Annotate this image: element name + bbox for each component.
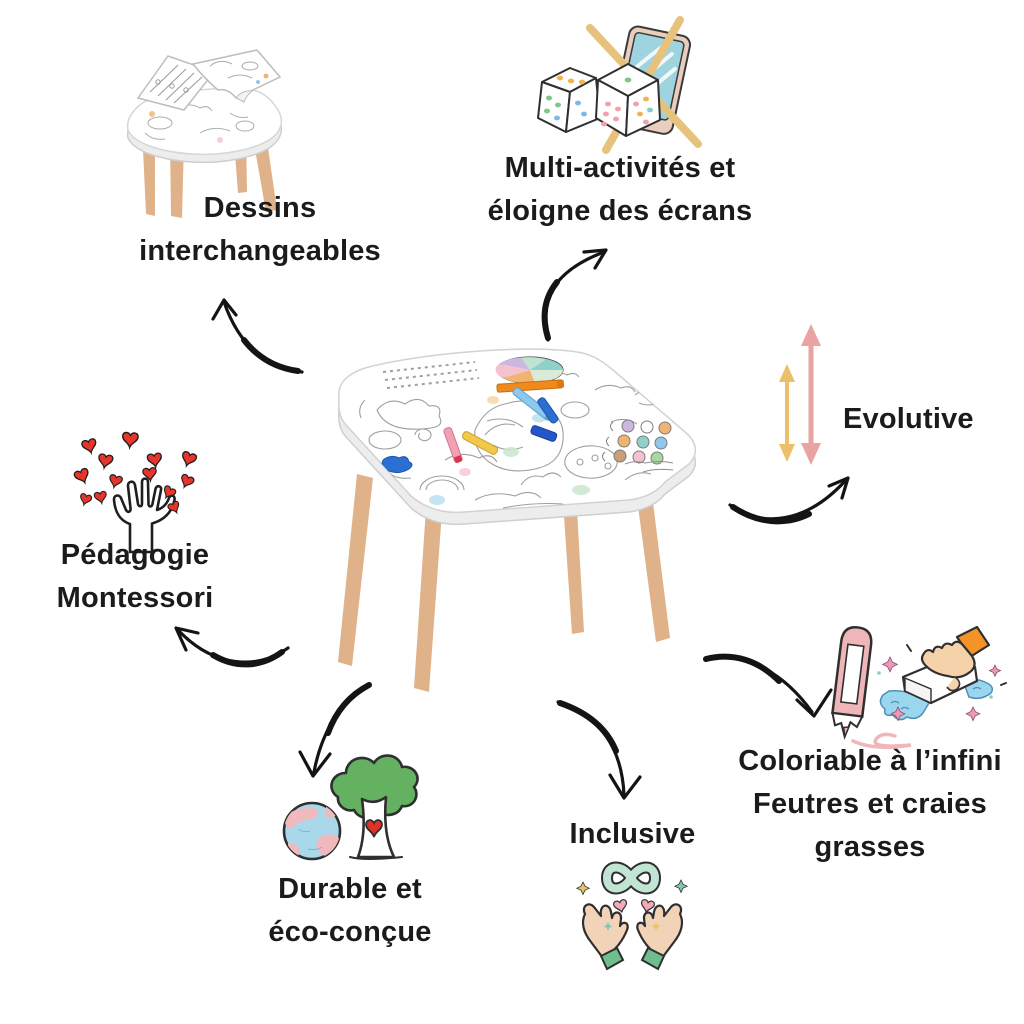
double-vertical-arrows-icon bbox=[779, 324, 821, 465]
arrow-to-multi-activites bbox=[541, 248, 608, 342]
earth-and-tree-icon bbox=[282, 754, 419, 861]
infinity-in-hands-icon bbox=[575, 861, 689, 970]
interchangeable-sheet-grid bbox=[136, 55, 216, 111]
feature-label-evolutive: Evolutive bbox=[843, 398, 1003, 441]
sparkles bbox=[877, 644, 1007, 722]
label-line: Multi-activités et bbox=[504, 152, 736, 184]
label-line: Dessins bbox=[203, 192, 317, 224]
feature-label-inclusive: Inclusive bbox=[545, 813, 720, 856]
feature-label-montessori: Pédagogie Montessori bbox=[25, 534, 245, 620]
product-image-interchangeable-sheets bbox=[126, 49, 283, 218]
feature-label-coloriable: Coloriable à l’infini Feutres et craies … bbox=[715, 740, 1024, 869]
arrow-to-inclusive bbox=[556, 700, 642, 800]
hand-holding-eraser bbox=[920, 625, 991, 692]
arrow-to-montessori bbox=[174, 626, 290, 668]
arrow-to-evolutive bbox=[728, 476, 850, 525]
label-line: interchangeables bbox=[139, 235, 381, 267]
hand-with-hearts-icon bbox=[72, 431, 198, 554]
product-image-coloring-table bbox=[337, 348, 697, 692]
label-line: Durable et bbox=[278, 873, 422, 905]
label-line: Montessori bbox=[56, 582, 214, 614]
label-line: Feutres et craies bbox=[753, 788, 987, 820]
label-line: Pédagogie bbox=[60, 539, 210, 571]
markers-on-table bbox=[443, 379, 565, 464]
colour-wheel-doodle bbox=[495, 356, 564, 384]
interchangeable-sheet-doodles bbox=[191, 49, 282, 103]
crayon-and-eraser-icon bbox=[831, 625, 1007, 749]
crayon bbox=[831, 626, 873, 740]
label-line: éloigne des écrans bbox=[487, 195, 753, 227]
dice-and-crossed-tablet-icon bbox=[537, 16, 702, 154]
feature-label-dessins-interchangeables: Dessins interchangeables bbox=[80, 187, 440, 273]
buttons-doodles bbox=[602, 419, 672, 465]
label-line: grasses bbox=[814, 831, 926, 863]
label-line: Inclusive bbox=[569, 818, 696, 850]
label-line: Coloriable à l’infini bbox=[738, 745, 1002, 777]
feature-label-durable: Durable et éco-conçue bbox=[225, 868, 475, 954]
label-line: éco-conçue bbox=[268, 916, 432, 948]
feature-label-multi-activites: Multi-activités et éloigne des écrans bbox=[435, 147, 805, 233]
label-line: Evolutive bbox=[843, 403, 974, 435]
arrow-to-dessins bbox=[211, 298, 304, 374]
